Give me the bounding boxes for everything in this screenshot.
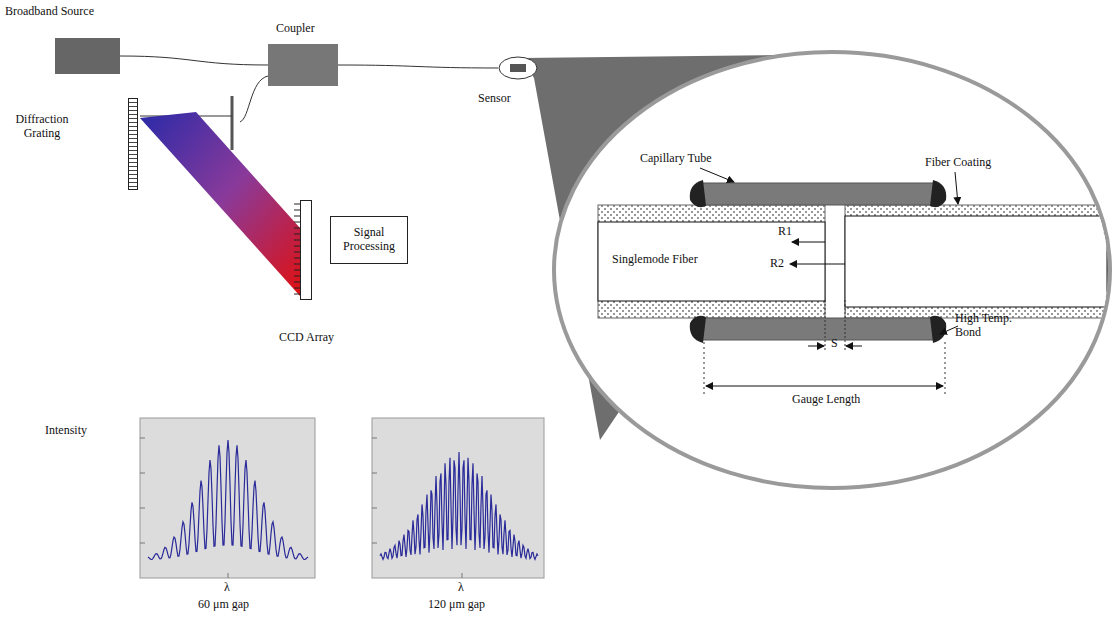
component-box: Diffraction Grating	[128, 98, 138, 190]
part-label: Capillary Tube	[640, 152, 712, 166]
part-label: High Temp. Bond	[955, 312, 1017, 340]
component-label: Diffraction Grating	[6, 113, 78, 141]
part-label: 60 μm gap	[198, 598, 249, 612]
part-label: λ	[224, 581, 230, 595]
part-label: Fiber Coating	[925, 156, 991, 170]
component-label: Coupler	[276, 22, 315, 36]
part-label: 120 μm gap	[428, 598, 485, 612]
optical-fiber	[338, 65, 498, 68]
component-label: Broadband Source	[5, 5, 94, 19]
part-label: Gauge Length	[790, 393, 862, 407]
part-label: R1	[778, 225, 792, 239]
part-label: R2	[770, 257, 784, 271]
component-box: CCD Array	[300, 200, 312, 300]
sensor-outline	[498, 56, 538, 80]
component-label: CCD Array	[279, 331, 334, 345]
component-box: Signal Processing	[330, 216, 408, 264]
component-box: Sensor	[498, 56, 538, 80]
component-box: Coupler	[268, 44, 338, 86]
part-label: λ	[458, 581, 464, 595]
component-label: Sensor	[478, 92, 511, 106]
part-label: Intensity	[45, 424, 87, 438]
component-box: Broadband Source	[55, 38, 120, 74]
spectrum-curve	[148, 440, 308, 560]
component-label: Signal Processing	[335, 226, 403, 254]
part-label: Singlemode Fiber	[612, 253, 698, 267]
part-label: S	[831, 337, 838, 351]
spectrum-curve	[380, 452, 538, 559]
optical-fiber	[120, 56, 268, 65]
